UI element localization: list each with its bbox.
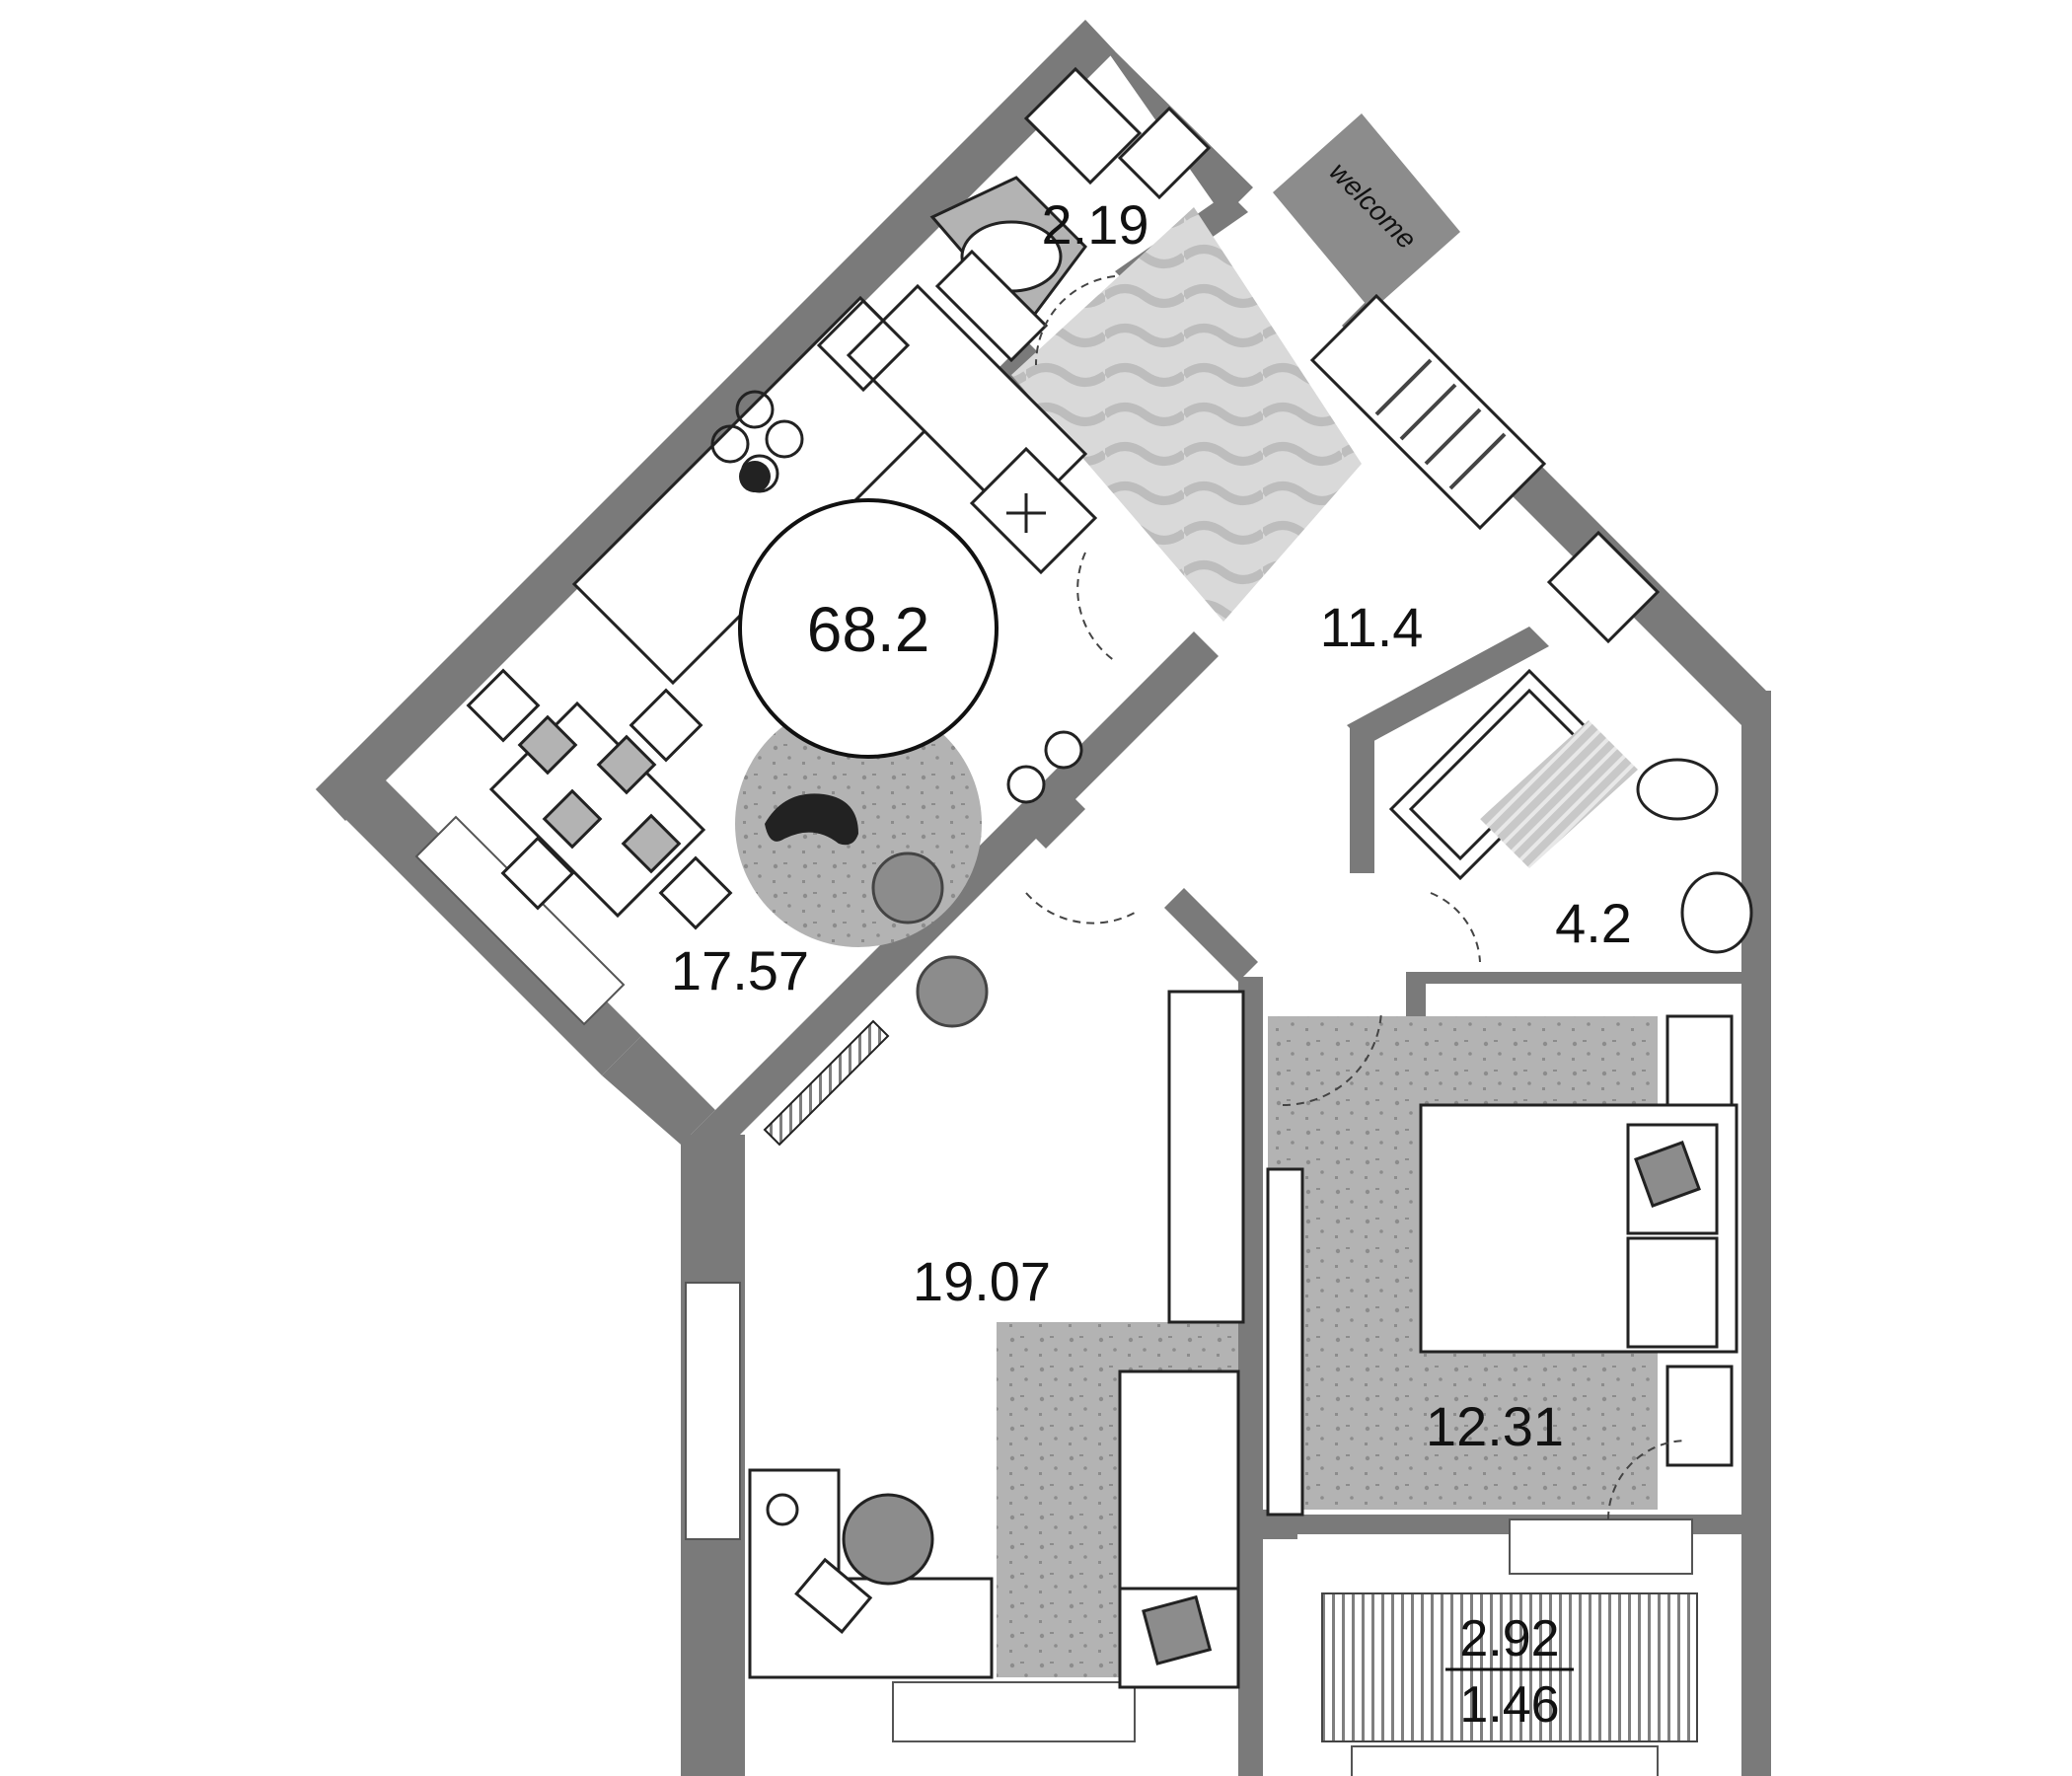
laptop-icon [794, 1557, 873, 1635]
room-area-hallway: 11.4 [1320, 596, 1424, 658]
sofa [1118, 1369, 1240, 1689]
balcony-area: 2.92 [1459, 1610, 1559, 1667]
frying-pan-icon [739, 461, 771, 492]
bath-mat [1480, 720, 1638, 868]
kitchen-sink [816, 298, 911, 393]
office-chair [842, 1493, 934, 1586]
stove [710, 390, 804, 493]
tv-stand [1266, 1167, 1304, 1517]
doormat: welcome [1273, 113, 1460, 311]
dining-table [488, 701, 706, 919]
room-area-bathroom-small: 2.19 [1042, 193, 1149, 256]
nightstands [1665, 1014, 1734, 1467]
living-wardrobe [1167, 990, 1245, 1324]
fridge [969, 446, 1098, 575]
desk [748, 1468, 994, 1679]
hanger-lines [1374, 358, 1507, 490]
total-area-badge [738, 498, 999, 759]
lamp-icon [766, 1493, 799, 1526]
balcony-reduced-area: 1.46 [1459, 1676, 1559, 1734]
plant-icon [871, 851, 989, 1028]
bed [1419, 1103, 1739, 1354]
balcony-floor [1321, 1592, 1698, 1742]
total-area-label: 68.2 [807, 594, 930, 665]
room-area-living-room: 19.07 [913, 1250, 1051, 1312]
windows [414, 815, 1693, 1776]
room-area-kitchen-living: 17.57 [671, 939, 809, 1001]
dog-icon [765, 793, 858, 846]
bathroom-fixtures [1636, 758, 1753, 954]
room-area-bedroom: 12.31 [1426, 1395, 1564, 1457]
area-labels: 68.2 2.19 17.57 11.4 4.2 19.07 12.31 2.9… [671, 193, 1632, 1734]
side-table-icons [1006, 730, 1083, 804]
hall-washer [1546, 530, 1661, 644]
dining-chairs [466, 668, 733, 930]
room-area-bathroom: 4.2 [1555, 892, 1632, 954]
door-swings [1025, 275, 1688, 1520]
hallway-floor [1011, 207, 1362, 622]
radiator [763, 1019, 890, 1147]
